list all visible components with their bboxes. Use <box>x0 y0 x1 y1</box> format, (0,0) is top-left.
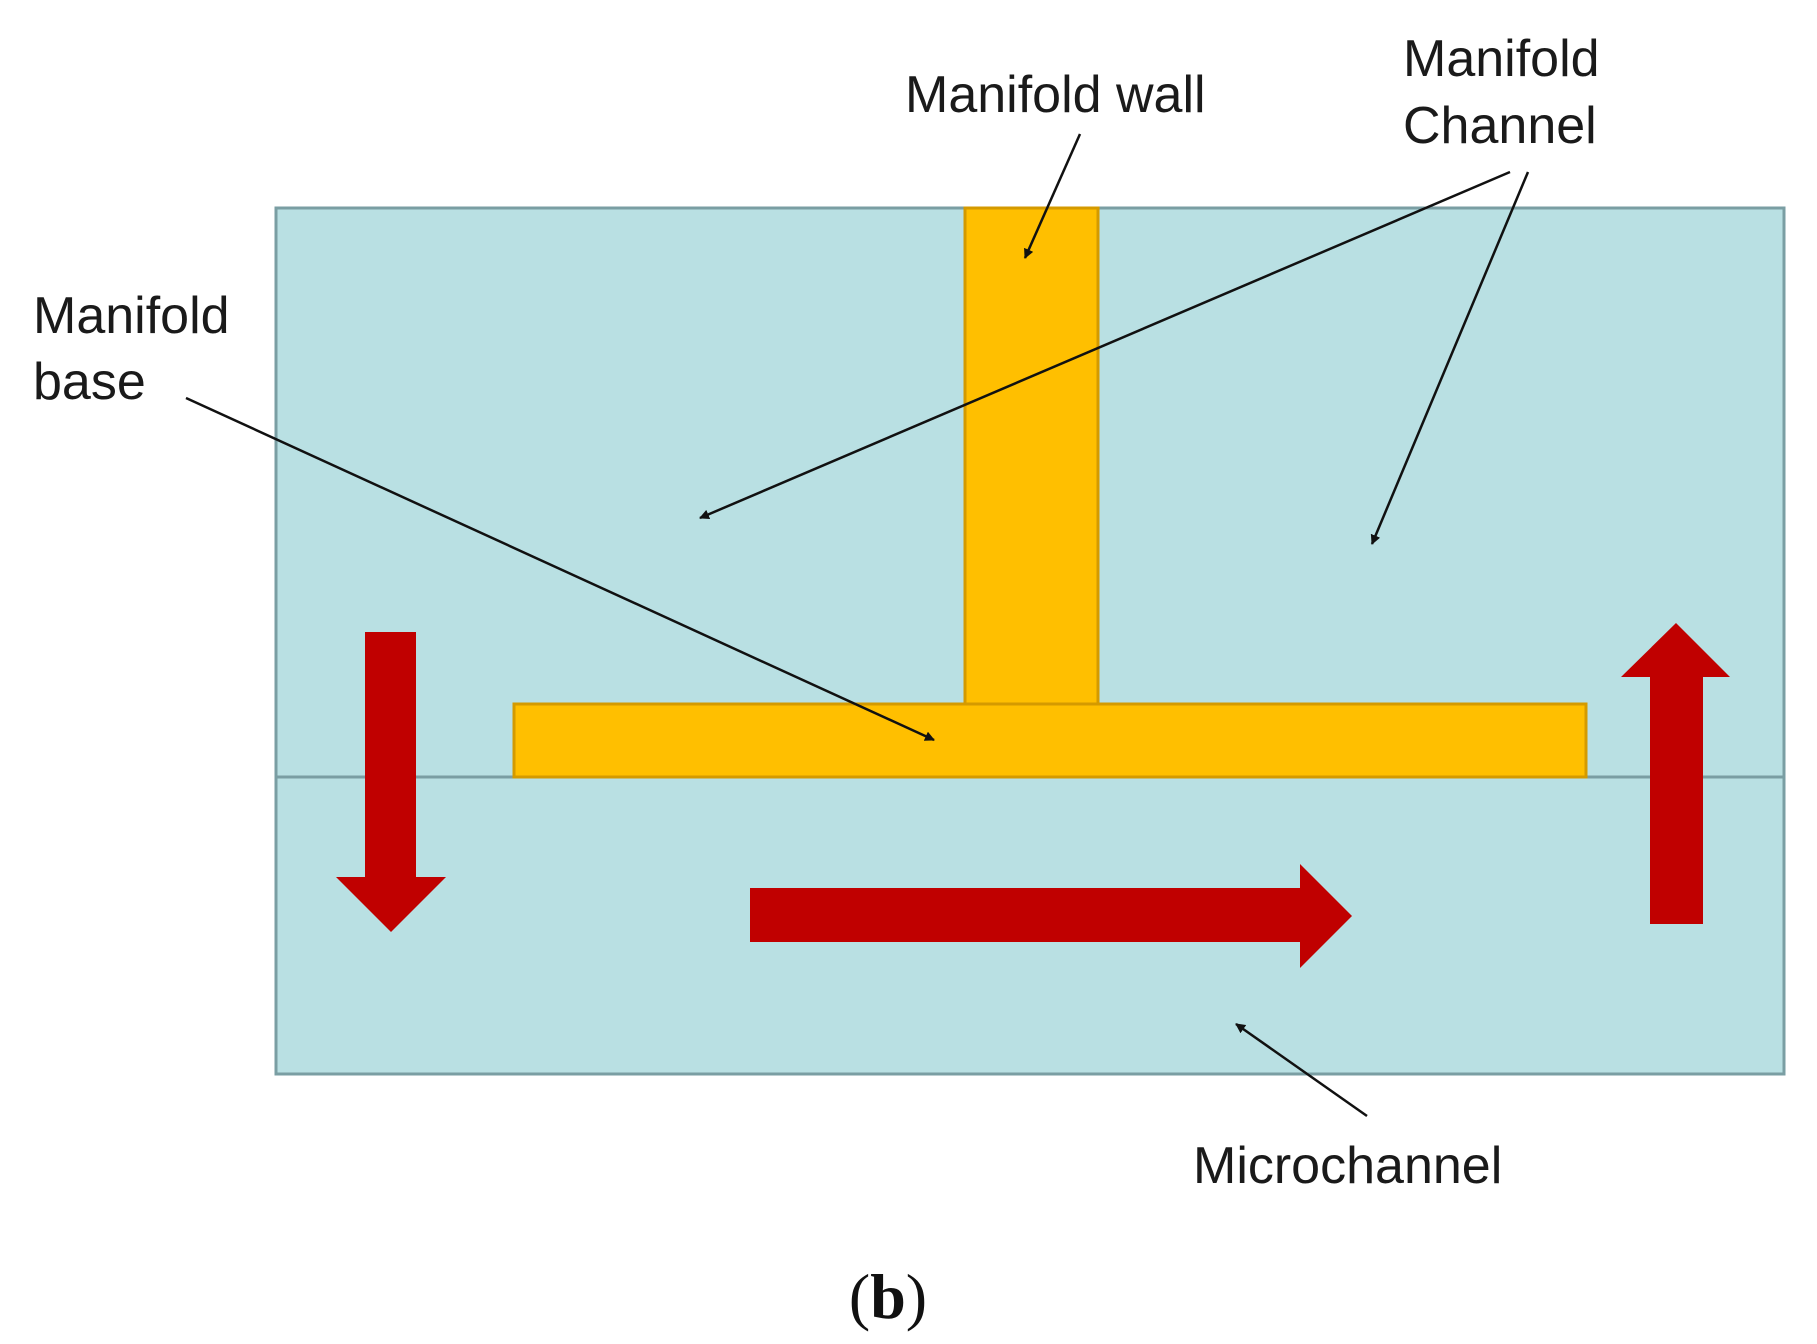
label-manifold-wall: Manifold wall <box>905 66 1206 124</box>
manifold-base <box>512 702 1588 779</box>
label-manifold-channel-line2: Channel <box>1403 97 1597 155</box>
label-manifold-channel-line1: Manifold <box>1403 30 1600 88</box>
label-manifold-base-line2: base <box>33 353 146 411</box>
figure-caption: (b) <box>849 1261 927 1332</box>
leader-manifold-wall <box>1023 133 1082 259</box>
leader-manifold-channel-left <box>699 170 1511 520</box>
label-manifold-base-line1: Manifold <box>33 287 230 345</box>
manifold-wall <box>963 206 1100 710</box>
flow-arrow-down <box>336 632 446 932</box>
leader-manifold-base <box>185 396 935 742</box>
flow-arrow-right <box>750 864 1352 968</box>
caption-letter: b <box>870 1261 906 1332</box>
leader-manifold-channel-right <box>1370 171 1530 545</box>
leader-microchannel <box>1235 1022 1368 1118</box>
caption-open-paren: ( <box>849 1261 870 1332</box>
label-microchannel: Microchannel <box>1193 1137 1502 1195</box>
flow-arrow-up <box>1621 623 1730 924</box>
caption-close-paren: ) <box>906 1261 927 1332</box>
